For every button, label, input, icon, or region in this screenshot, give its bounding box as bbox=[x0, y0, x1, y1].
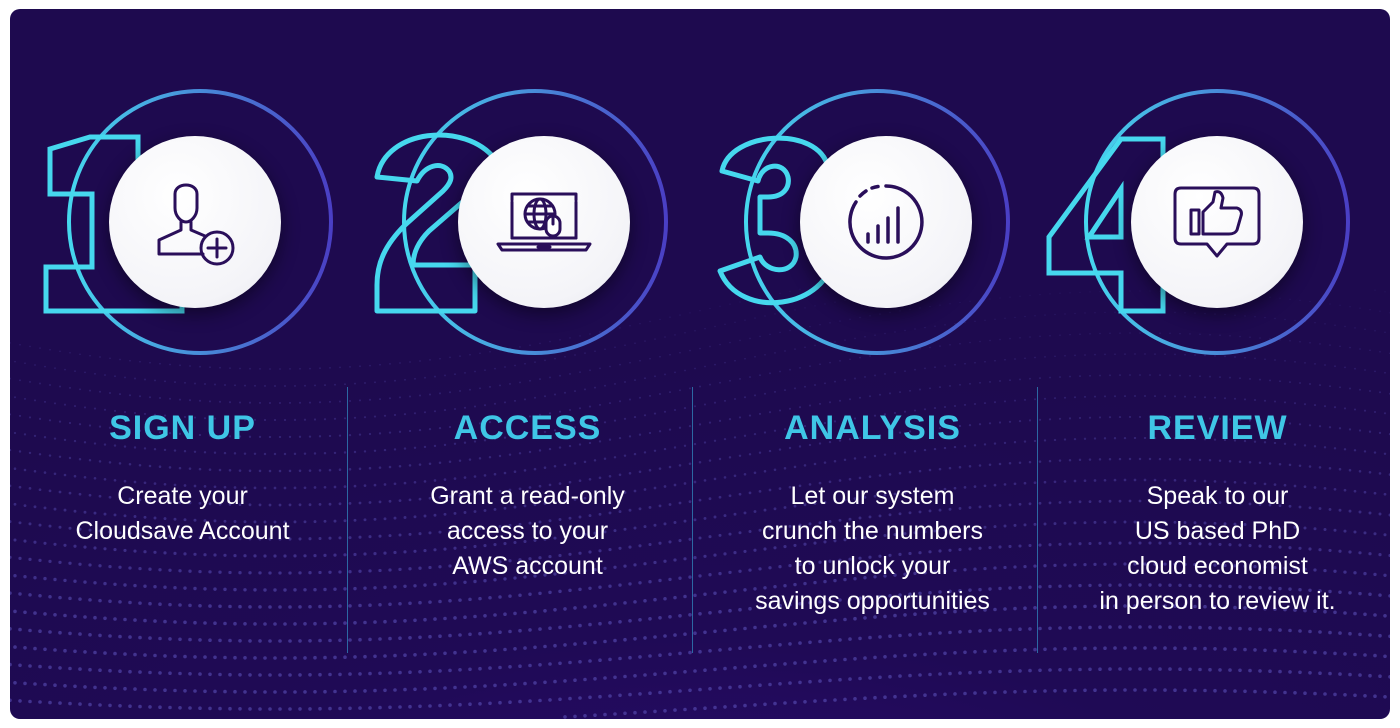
step-1-icon-badge bbox=[109, 136, 281, 308]
steps-panel: 1 SIGN UP Create your Cloudsave Account bbox=[10, 9, 1390, 719]
step-number-2: 2 bbox=[355, 9, 356, 10]
column-divider bbox=[692, 387, 693, 653]
add-user-icon bbox=[157, 183, 235, 266]
laptop-globe-icon bbox=[496, 192, 592, 252]
step-number-4: 4 bbox=[1045, 9, 1046, 10]
step-number-2-outline: 2 bbox=[355, 9, 668, 355]
thumbs-up-bubble-icon bbox=[1173, 186, 1261, 258]
step-3-description: Let our system crunch the numbers to unl… bbox=[700, 479, 1045, 619]
step-1-description: Create your Cloudsave Account bbox=[10, 479, 355, 549]
step-4-line: US based PhD bbox=[1134, 517, 1301, 545]
step-access: 2 ACCESS Grant a read-only access bbox=[355, 9, 700, 719]
step-4-title: REVIEW bbox=[1147, 409, 1288, 447]
step-3-line: to unlock your bbox=[794, 552, 951, 580]
step-2-line: AWS account bbox=[452, 552, 603, 580]
step-2-title: ACCESS bbox=[453, 409, 602, 447]
step-3-line: savings opportunities bbox=[755, 587, 990, 615]
step-3-line: crunch the numbers bbox=[762, 517, 983, 545]
step-analysis: 3 ANALYSIS Let our system crunch the num… bbox=[700, 9, 1045, 719]
step-3-icon-badge bbox=[800, 136, 972, 308]
step-4-line: Speak to our bbox=[1146, 482, 1289, 510]
step-1-line: Cloudsave Account bbox=[75, 517, 290, 545]
step-review: 4 REVIEW Speak to our US based PhD cloud… bbox=[1045, 9, 1390, 719]
step-number-1-outline: 1 bbox=[10, 9, 333, 355]
analytics-gauge-icon bbox=[848, 184, 924, 260]
step-1-title: SIGN UP bbox=[109, 409, 256, 447]
dotted-wave-background bbox=[10, 288, 1390, 719]
step-number-3: 3 bbox=[700, 9, 701, 10]
step-2-line: access to your bbox=[446, 517, 609, 545]
step-4-line: cloud economist bbox=[1127, 552, 1308, 580]
step-number-1: 1 bbox=[10, 9, 11, 10]
step-3-line: Let our system bbox=[790, 482, 955, 510]
step-sign-up: 1 SIGN UP Create your Cloudsave Account bbox=[10, 9, 355, 719]
step-1-line: Create your bbox=[117, 482, 248, 510]
step-4-description: Speak to our US based PhD cloud economis… bbox=[1045, 479, 1390, 619]
step-2-description: Grant a read-only access to your AWS acc… bbox=[355, 479, 700, 584]
column-divider bbox=[347, 387, 348, 653]
step-2-line: Grant a read-only bbox=[430, 482, 625, 510]
step-4-icon-badge bbox=[1131, 136, 1303, 308]
column-divider bbox=[1037, 387, 1038, 653]
step-4-line: in person to review it. bbox=[1099, 587, 1336, 615]
step-2-icon-badge bbox=[458, 136, 630, 308]
step-3-title: ANALYSIS bbox=[784, 409, 961, 447]
